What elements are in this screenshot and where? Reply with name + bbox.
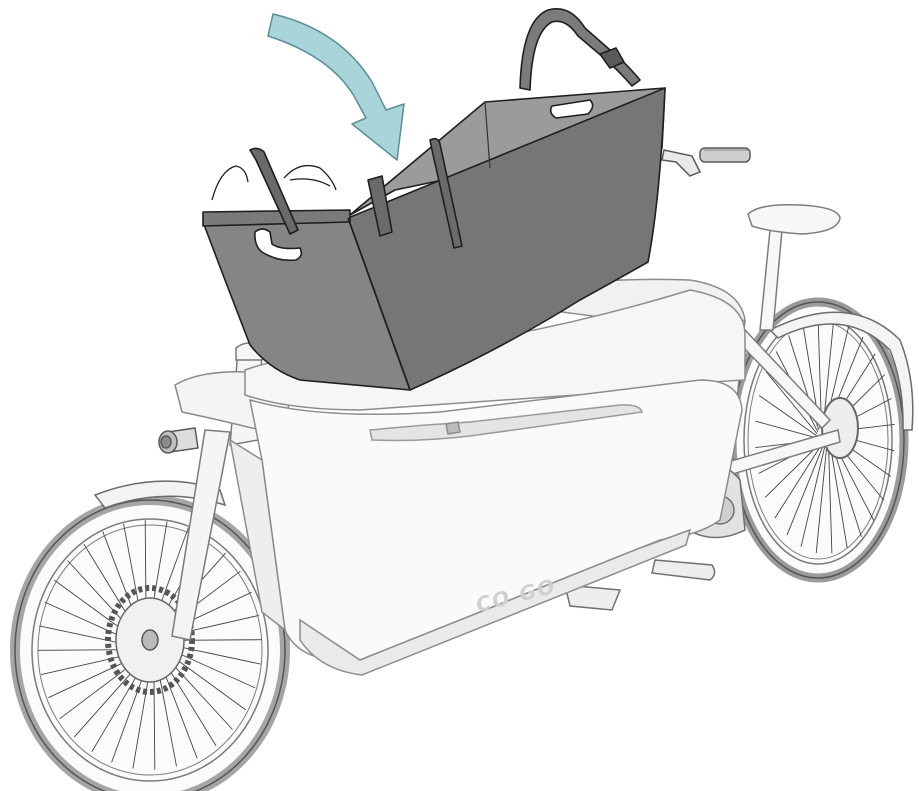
- front-wheel: [15, 500, 285, 791]
- headlight: [159, 428, 198, 453]
